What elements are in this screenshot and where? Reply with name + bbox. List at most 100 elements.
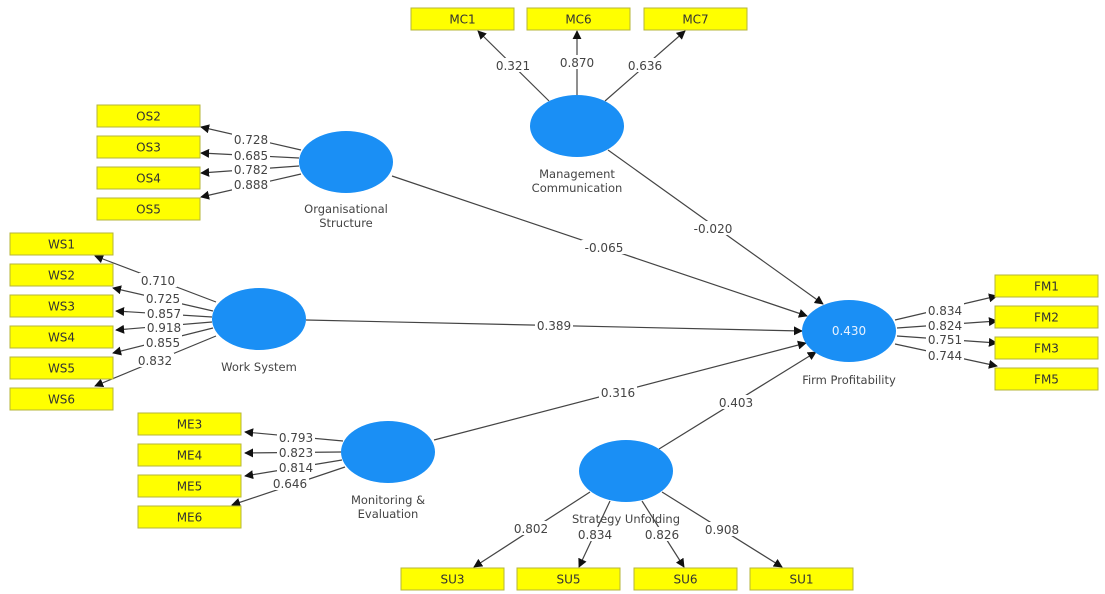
indicator-label: WS3 — [48, 300, 75, 314]
construct-label: Strategy Unfolding — [572, 512, 680, 526]
indicator-ws2[interactable]: WS2 — [9, 263, 114, 287]
construct-circle[interactable] — [341, 421, 435, 483]
indicator-box[interactable] — [137, 505, 242, 529]
indicator-box[interactable] — [137, 443, 242, 467]
indicator-mc7[interactable]: MC7 — [643, 7, 748, 31]
indicator-box[interactable] — [9, 232, 114, 256]
loading-value-ws1: 0.710 — [141, 274, 175, 288]
indicator-me5[interactable]: ME5 — [137, 474, 242, 498]
loading-value-mc7-bg — [626, 58, 664, 72]
indicator-box[interactable] — [410, 7, 515, 31]
indicator-box[interactable] — [994, 274, 1099, 298]
loading-value-ws4: 0.918 — [147, 321, 181, 335]
indicator-box[interactable] — [9, 294, 114, 318]
construct-circle[interactable] — [579, 440, 673, 502]
indicator-os5[interactable]: OS5 — [96, 197, 201, 221]
indicator-ws1[interactable]: WS1 — [9, 232, 114, 256]
indicator-su6[interactable]: SU6 — [633, 567, 738, 591]
indicator-box[interactable] — [526, 7, 631, 31]
indicator-box[interactable] — [96, 166, 201, 190]
indicator-box[interactable] — [633, 567, 738, 591]
indicator-box[interactable] — [96, 135, 201, 159]
indicator-label: ME4 — [177, 449, 203, 463]
indicator-box[interactable] — [400, 567, 505, 591]
indicator-ws6[interactable]: WS6 — [9, 387, 114, 411]
construct-circle[interactable] — [299, 131, 393, 193]
loading-value-os2-bg — [232, 132, 270, 146]
indicator-box[interactable] — [96, 104, 201, 128]
loading-value-fm5: 0.744 — [928, 349, 962, 363]
loading-value-su5-bg — [576, 527, 614, 541]
loading-value-me5: 0.814 — [279, 461, 313, 475]
indicator-os4[interactable]: OS4 — [96, 166, 201, 190]
indicator-fm2[interactable]: FM2 — [994, 305, 1099, 329]
loading-value-su6: 0.826 — [645, 528, 679, 542]
indicator-label: OS4 — [136, 172, 161, 186]
indicator-box[interactable] — [749, 567, 854, 591]
indicator-box[interactable] — [9, 387, 114, 411]
indicator-label: WS2 — [48, 269, 75, 283]
indicator-fm1[interactable]: FM1 — [994, 274, 1099, 298]
loading-value-su3: 0.802 — [514, 522, 548, 536]
indicator-ws5[interactable]: WS5 — [9, 356, 114, 380]
construct-circle[interactable] — [212, 288, 306, 350]
indicator-os3[interactable]: OS3 — [96, 135, 201, 159]
loading-value-me4: 0.823 — [279, 446, 313, 460]
indicator-mc6[interactable]: MC6 — [526, 7, 631, 31]
loading-value-ws5: 0.855 — [146, 336, 180, 350]
indicator-box[interactable] — [9, 325, 114, 349]
construct-ws[interactable] — [212, 288, 306, 350]
indicator-box[interactable] — [9, 356, 114, 380]
indicator-ws3[interactable]: WS3 — [9, 294, 114, 318]
indicator-fm5[interactable]: FM5 — [994, 367, 1099, 391]
construct-circle[interactable] — [802, 300, 896, 362]
construct-os[interactable] — [299, 131, 393, 193]
indicator-label: SU5 — [556, 573, 580, 587]
indicator-me4[interactable]: ME4 — [137, 443, 242, 467]
loading-value-ws5-bg — [144, 335, 182, 349]
indicator-mc1[interactable]: MC1 — [410, 7, 515, 31]
indicator-box[interactable] — [516, 567, 621, 591]
loading-value-fm1: 0.834 — [928, 304, 962, 318]
indicator-su1[interactable]: SU1 — [749, 567, 854, 591]
loading-value-ws2-bg — [144, 291, 182, 305]
indicator-box[interactable] — [643, 7, 748, 31]
indicator-box[interactable] — [137, 412, 242, 436]
construct-mc[interactable] — [530, 95, 624, 157]
indicator-box[interactable] — [994, 336, 1099, 360]
loading-value-su1-bg — [703, 522, 741, 536]
indicator-me6[interactable]: ME6 — [137, 505, 242, 529]
indicator-fm3[interactable]: FM3 — [994, 336, 1099, 360]
path-coefficient-me-bg — [599, 385, 637, 399]
indicator-label: ME6 — [177, 511, 203, 525]
indicator-label: MC1 — [449, 13, 475, 27]
loading-value-os4: 0.782 — [234, 163, 268, 177]
indicator-os2[interactable]: OS2 — [96, 104, 201, 128]
construct-me[interactable] — [341, 421, 435, 483]
indicator-label: WS6 — [48, 393, 75, 407]
indicator-su5[interactable]: SU5 — [516, 567, 621, 591]
loading-value-mc6-bg — [558, 55, 596, 69]
construct-su[interactable] — [579, 440, 673, 502]
indicator-box[interactable] — [96, 197, 201, 221]
loading-value-os4-bg — [232, 162, 270, 176]
indicator-box[interactable] — [994, 367, 1099, 391]
construct-circle[interactable] — [530, 95, 624, 157]
loading-value-ws4-bg — [145, 320, 183, 334]
indicator-box[interactable] — [137, 474, 242, 498]
indicator-label: SU3 — [440, 573, 464, 587]
loading-value-mc7: 0.636 — [628, 59, 662, 73]
indicator-label: FM3 — [1034, 342, 1059, 356]
construct-label: Evaluation — [358, 507, 419, 521]
indicator-ws4[interactable]: WS4 — [9, 325, 114, 349]
indicator-su3[interactable]: SU3 — [400, 567, 505, 591]
loading-value-os3-bg — [232, 148, 270, 162]
construct-label: Structure — [319, 216, 373, 230]
construct-fp[interactable]: 0.430 — [802, 300, 896, 362]
loading-value-su1: 0.908 — [705, 523, 739, 537]
indicator-me3[interactable]: ME3 — [137, 412, 242, 436]
indicator-box[interactable] — [994, 305, 1099, 329]
construct-label: Organisational — [304, 202, 388, 216]
loading-value-ws3-bg — [145, 306, 183, 320]
indicator-box[interactable] — [9, 263, 114, 287]
